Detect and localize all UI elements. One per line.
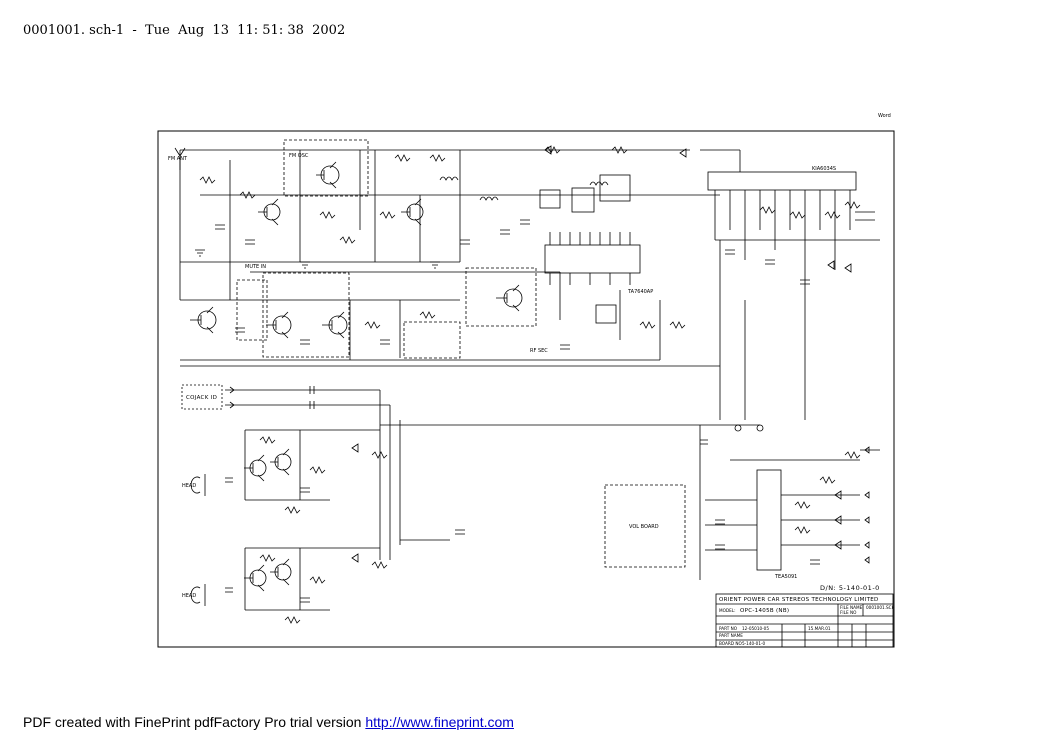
svg-text:HEAD: HEAD <box>182 483 196 489</box>
cojack-box <box>181 384 223 410</box>
svg-text:15.MAR.01: 15.MAR.01 <box>808 626 831 631</box>
svg-text:FM ANT: FM ANT <box>168 156 188 162</box>
headphone-amp-1: HEAD <box>182 429 388 514</box>
output-section: TEA5091 <box>699 424 880 580</box>
drawing-number: D/N: 5-140-01-0 <box>820 584 880 592</box>
middle-section: RF SEC MUTE IN <box>180 240 721 420</box>
antenna-symbol <box>174 147 186 170</box>
title-block: ORIENT POWER CAR STEREOS TECHNOLOGY LIMI… <box>715 593 895 648</box>
svg-text:FILE NO: FILE NO <box>840 610 857 615</box>
detector-block <box>403 321 461 359</box>
fm-osc-block <box>283 139 369 197</box>
headphone-jack-1 <box>190 474 206 496</box>
footer: PDF created with FinePrint pdfFactory Pr… <box>23 714 514 730</box>
svg-text:MODEL:: MODEL: <box>719 608 736 613</box>
svg-text:TEA5091: TEA5091 <box>774 574 797 580</box>
svg-text:KIA6034S: KIA6034S <box>812 166 836 172</box>
output-ic-tea5091 <box>756 469 782 571</box>
fineprint-link[interactable]: http://www.fineprint.com <box>365 714 514 730</box>
footer-text: PDF created with FinePrint pdfFactory Pr… <box>23 714 366 730</box>
tuner-ic <box>544 244 641 274</box>
svg-text:5-140-01-0: 5-140-01-0 <box>742 641 766 646</box>
tuner-section: FM OSC FM ANT TA7640AP <box>168 139 720 300</box>
power-amp-section: KIA6034S <box>700 149 880 420</box>
mixer-block <box>262 272 350 358</box>
vol-board-box <box>604 484 686 568</box>
page-header: 0001001. sch-1 - Tue Aug 13 11: 51: 38 2… <box>23 23 346 38</box>
if-block <box>465 267 537 327</box>
vol-board-label: VOL BOARD <box>629 524 659 530</box>
svg-text:FILE NAME: FILE NAME <box>840 605 863 610</box>
drawing-frame <box>157 130 895 648</box>
power-ic-kia6034s <box>707 171 857 191</box>
ic-label-ta7640: TA7640AP <box>627 289 653 295</box>
corner-mark: Word <box>878 113 891 119</box>
svg-text:PART NAME: PART NAME <box>719 633 743 638</box>
svg-text:BOARD NO: BOARD NO <box>719 641 742 646</box>
cojack-label: COJACK ID <box>186 395 217 401</box>
svg-text:0001001.SCH: 0001001.SCH <box>866 605 895 610</box>
headphone-amp-2: HEAD <box>182 547 388 624</box>
svg-text:12-05010-05: 12-05010-05 <box>742 626 769 631</box>
fm-osc-label: FM OSC <box>289 153 309 159</box>
osc-block <box>236 279 268 341</box>
svg-text:MUTE IN: MUTE IN <box>245 264 266 270</box>
model-value: OPC-1405B (NB) <box>740 608 789 614</box>
company-name: ORIENT POWER CAR STEREOS TECHNOLOGY LIMI… <box>719 597 879 603</box>
headphone-jack-2 <box>190 584 206 606</box>
svg-text:RF SEC: RF SEC <box>530 348 548 354</box>
svg-text:HEAD: HEAD <box>182 593 196 599</box>
svg-text:PART NO: PART NO <box>719 626 738 631</box>
